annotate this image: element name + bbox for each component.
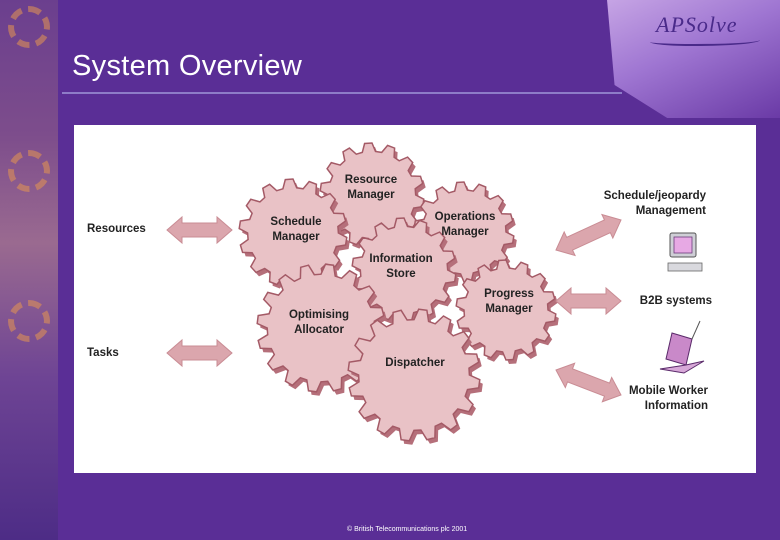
dispatcher-gear [347, 308, 483, 445]
progress-manager-gear [455, 259, 559, 364]
laptop-keyboard-icon [659, 360, 705, 374]
mobile-worker-arrow [555, 362, 622, 403]
b2b-arrow [555, 286, 622, 316]
b2b-systems-label: B2B systems [639, 295, 712, 307]
apsolve-logo: APSolve [656, 12, 738, 37]
slide-title: System Overview [72, 50, 303, 82]
laptop-antenna-icon [691, 320, 701, 340]
monitor-screen-icon [673, 236, 693, 254]
logo-swoosh [650, 36, 760, 46]
diagram-graphics [166, 142, 705, 445]
resources-label: Resources [87, 223, 146, 235]
gear-decoration-icon [8, 6, 50, 48]
tasks-arrow [166, 338, 233, 368]
copyright-footer: © British Telecommunications plc 2001 [347, 526, 468, 533]
tasks-label: Tasks [87, 347, 119, 359]
laptop-icon [665, 332, 693, 366]
gear-decoration-icon [8, 300, 50, 342]
keyboard-icon [667, 262, 703, 272]
gear-decoration-icon [8, 150, 50, 192]
title-underline [62, 92, 622, 94]
dispatcher-label: Dispatcher [385, 357, 445, 369]
schedule-jeopardy-arrow [555, 213, 622, 257]
information-store-gear [351, 217, 459, 326]
resources-arrow [166, 215, 233, 245]
left-decorative-strip [0, 0, 58, 540]
schedule-manager-gear [238, 178, 350, 291]
